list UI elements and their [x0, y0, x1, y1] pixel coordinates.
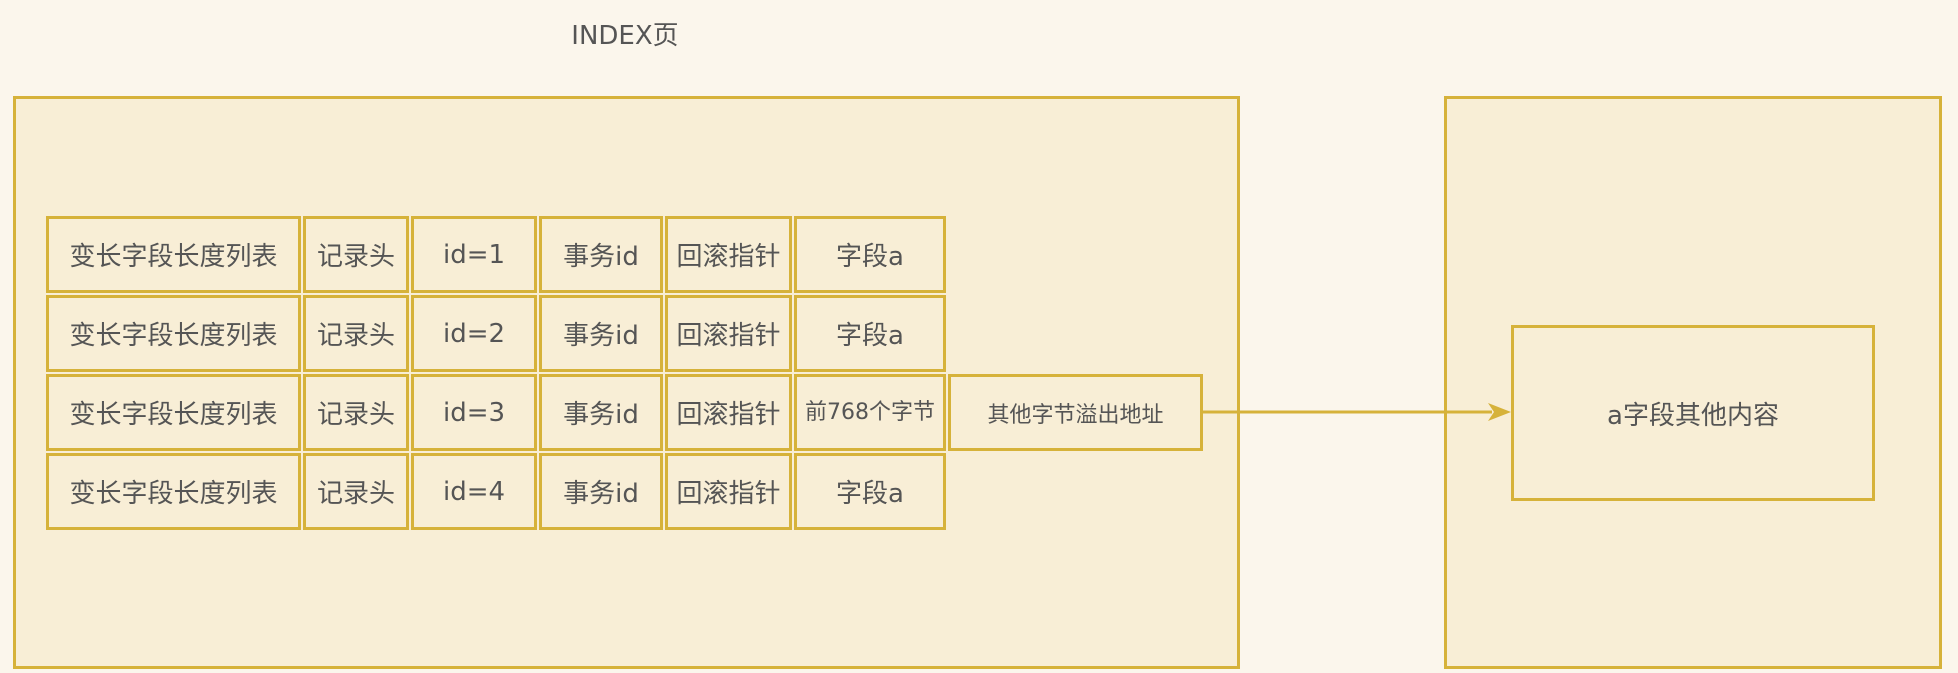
record-id: id=2	[411, 295, 537, 372]
var-length-field-list: 变长字段长度列表	[46, 295, 301, 372]
var-length-field-list: 变长字段长度列表	[46, 453, 301, 530]
overflow-address: 其他字节溢出地址	[948, 374, 1203, 451]
record-id: id=1	[411, 216, 537, 293]
record-header: 记录头	[303, 374, 409, 451]
field-a: 字段a	[794, 295, 946, 372]
record-header: 记录头	[303, 453, 409, 530]
overflow-content-box: a字段其他内容	[1511, 325, 1875, 501]
transaction-id: 事务id	[539, 216, 663, 293]
record-id: id=3	[411, 374, 537, 451]
page-title: INDEX页	[571, 21, 679, 51]
first-768-bytes: 前768个字节	[794, 374, 946, 451]
rollback-pointer: 回滚指针	[665, 295, 792, 372]
var-length-field-list: 变长字段长度列表	[46, 216, 301, 293]
transaction-id: 事务id	[539, 453, 663, 530]
field-a: 字段a	[794, 216, 946, 293]
rollback-pointer: 回滚指针	[665, 374, 792, 451]
var-length-field-list: 变长字段长度列表	[46, 374, 301, 451]
field-a: 字段a	[794, 453, 946, 530]
transaction-id: 事务id	[539, 374, 663, 451]
record-header: 记录头	[303, 295, 409, 372]
rollback-pointer: 回滚指针	[665, 453, 792, 530]
transaction-id: 事务id	[539, 295, 663, 372]
record-header: 记录头	[303, 216, 409, 293]
rollback-pointer: 回滚指针	[665, 216, 792, 293]
record-id: id=4	[411, 453, 537, 530]
